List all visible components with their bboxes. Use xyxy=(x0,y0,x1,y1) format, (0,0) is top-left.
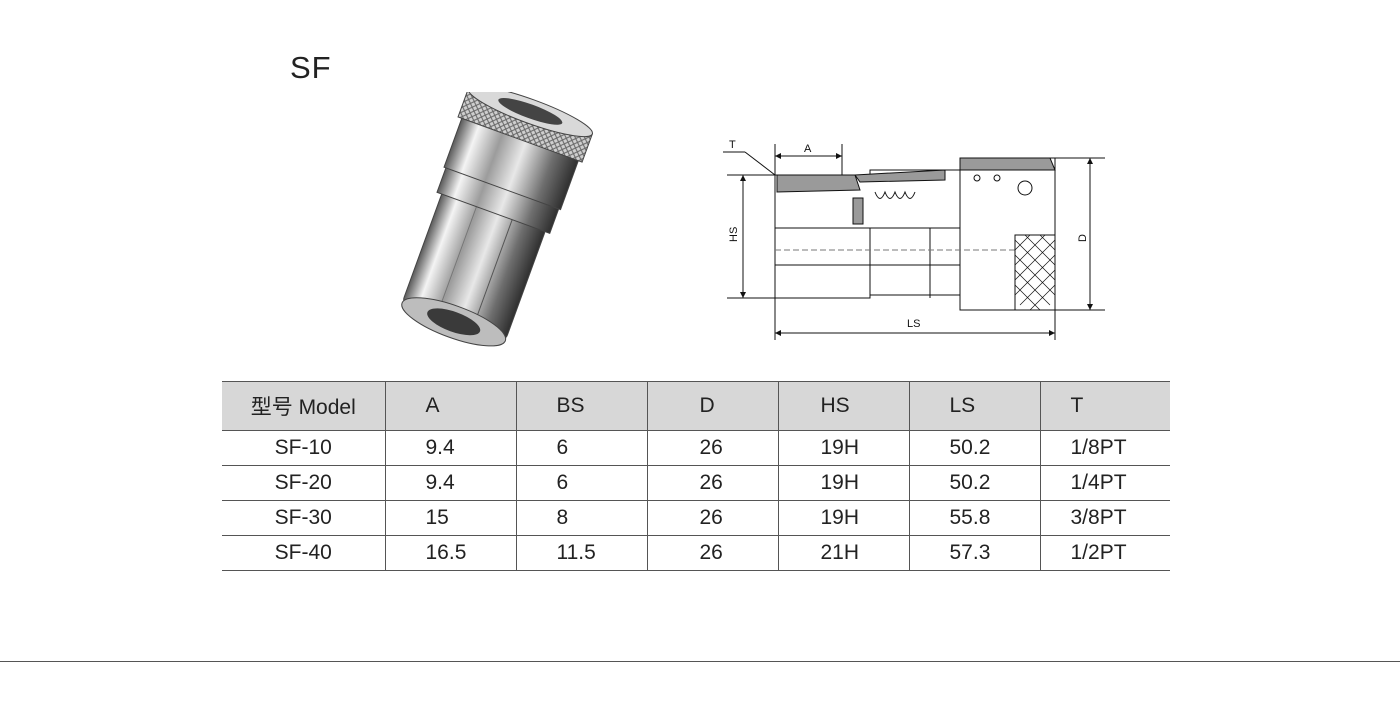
table-header-row: 型号 Model A BS D HS LS T xyxy=(222,381,1170,431)
cell-hs: 19H xyxy=(777,430,909,466)
cell-hs: 19H xyxy=(777,465,909,501)
label-t: T xyxy=(729,139,736,151)
cell-hs: 19H xyxy=(777,500,909,536)
cell-a: 9.4 xyxy=(384,465,516,501)
cell-bs: 11.5 xyxy=(515,535,647,571)
cell-d: 26 xyxy=(646,465,778,501)
table-row: SF-20 9.4 6 26 19H 50.2 1/4PT xyxy=(222,465,1170,501)
cell-t: 3/8PT xyxy=(1039,500,1170,536)
header-d: D xyxy=(646,381,778,431)
header-a: A xyxy=(384,381,516,431)
cell-t: 1/8PT xyxy=(1039,430,1170,466)
header-ls: LS xyxy=(908,381,1040,431)
header-bs: BS xyxy=(515,381,647,431)
header-t: T xyxy=(1039,381,1170,431)
cell-d: 26 xyxy=(646,430,778,466)
cell-bs: 6 xyxy=(515,465,647,501)
cell-bs: 6 xyxy=(515,430,647,466)
cell-t: 1/2PT xyxy=(1039,535,1170,571)
table-row: SF-10 9.4 6 26 19H 50.2 1/8PT xyxy=(222,430,1170,466)
cell-a: 9.4 xyxy=(384,430,516,466)
bottom-divider xyxy=(0,661,1400,662)
cell-model: SF-10 xyxy=(222,430,385,466)
cell-model: SF-30 xyxy=(222,500,385,536)
spec-table: 型号 Model A BS D HS LS T SF-10 9.4 6 26 1… xyxy=(222,381,1170,571)
cell-a: 15 xyxy=(384,500,516,536)
header-hs: HS xyxy=(777,381,909,431)
label-a: A xyxy=(804,143,812,155)
cell-ls: 55.8 xyxy=(908,500,1040,536)
label-hs: HS xyxy=(728,227,740,242)
coupler-photo xyxy=(401,92,593,347)
cell-ls: 57.3 xyxy=(908,535,1040,571)
label-d: D xyxy=(1077,234,1089,242)
table-row: SF-30 15 8 26 19H 55.8 3/8PT xyxy=(222,500,1170,536)
table-row: SF-40 16.5 11.5 26 21H 57.3 1/2PT xyxy=(222,535,1170,571)
cell-bs: 8 xyxy=(515,500,647,536)
cell-model: SF-40 xyxy=(222,535,385,571)
cell-d: 26 xyxy=(646,535,778,571)
cell-t: 1/4PT xyxy=(1039,465,1170,501)
cell-hs: 21H xyxy=(777,535,909,571)
cell-model: SF-20 xyxy=(222,465,385,501)
cell-d: 26 xyxy=(646,500,778,536)
header-model: 型号 Model xyxy=(222,381,385,431)
coupler-section-drawing: T A HS D LS xyxy=(723,139,1105,340)
cell-a: 16.5 xyxy=(384,535,516,571)
label-ls: LS xyxy=(907,318,920,330)
cell-ls: 50.2 xyxy=(908,465,1040,501)
cell-ls: 50.2 xyxy=(908,430,1040,466)
product-title: SF xyxy=(290,50,332,85)
